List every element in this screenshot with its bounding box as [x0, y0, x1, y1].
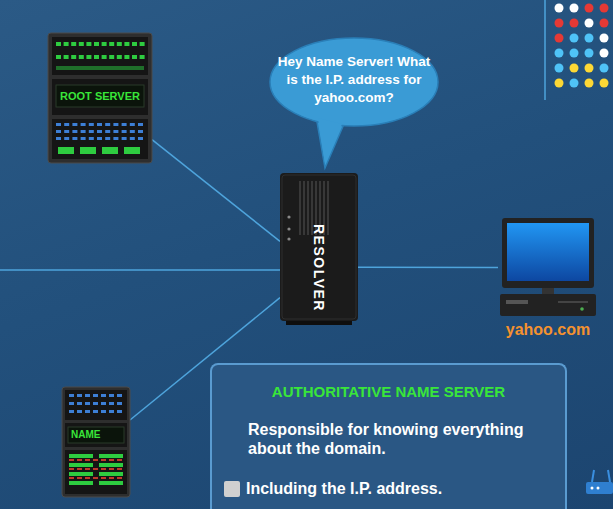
root-server-rack: ROOT SERVER: [48, 33, 152, 163]
decor-line: [544, 0, 546, 100]
router-icon: [586, 470, 613, 494]
info-panel: AUTHORITATIVE NAME SERVER Responsible for…: [210, 363, 567, 509]
network-line: [0, 269, 280, 271]
network-link: [152, 140, 280, 242]
decor-dots: [555, 4, 609, 88]
checkbox-label: Including the I.P. address.: [246, 480, 442, 498]
name-server-rack: NAME: [62, 387, 130, 497]
resolver-tower: RESOLVER: [280, 173, 358, 325]
tower-label: RESOLVER: [311, 224, 327, 312]
panel-heading: AUTHORITATIVE NAME SERVER: [224, 383, 553, 400]
illustration: [62, 387, 130, 497]
computer: yahoo.com: [498, 215, 598, 340]
rack-label: ROOT SERVER: [56, 85, 144, 107]
checkbox: [224, 481, 240, 497]
label-holder: RESOLVER: [280, 213, 358, 323]
site-name: yahoo.com: [498, 321, 598, 339]
network-link: [358, 266, 498, 268]
panel-body: Responsible for knowing everything about…: [248, 420, 553, 458]
rack-label: NAME: [71, 427, 123, 443]
bubble-text: Hey Name Server! What is the I.P. addres…: [272, 53, 436, 107]
speech-bubble: Hey Name Server! What is the I.P. addres…: [268, 36, 440, 128]
checkbox-row: Including the I.P. address.: [224, 480, 553, 498]
